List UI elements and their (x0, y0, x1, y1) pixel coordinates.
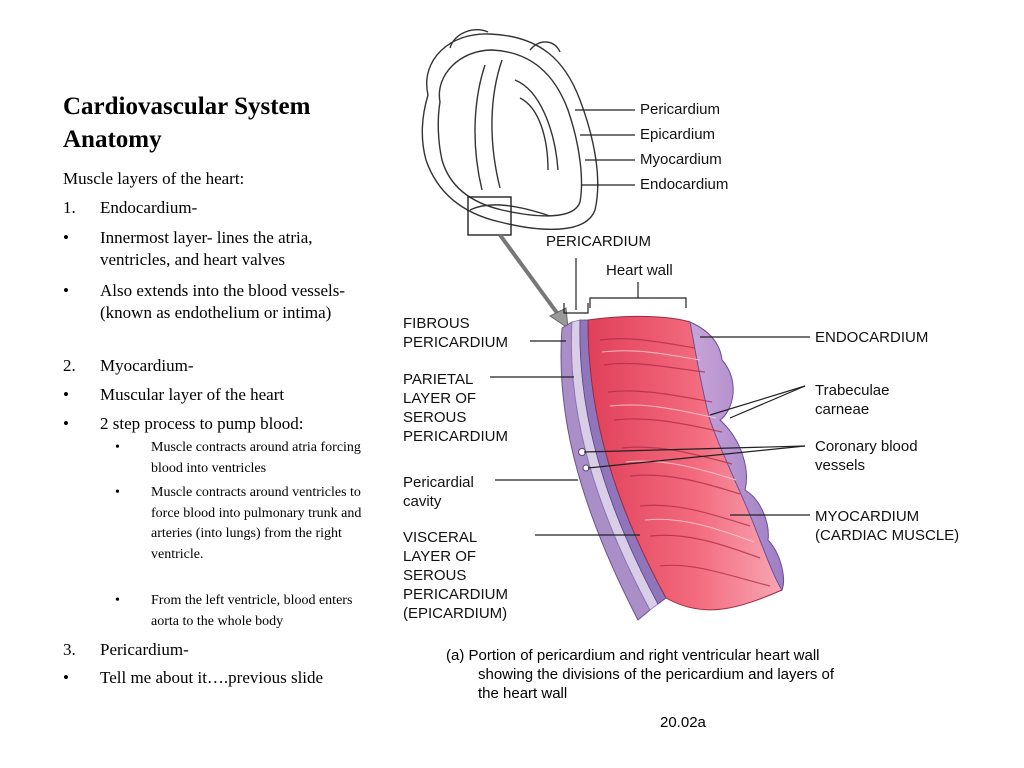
list-item: 2 step process to pump blood: (100, 414, 304, 433)
label-visceral-layer: VISCERAL LAYER OF SEROUS PERICARDIUM (EP… (403, 528, 508, 623)
list-item: Tell me about it….previous slide (100, 668, 324, 687)
caption-line-3: the heart wall (478, 685, 568, 702)
zoom-arrow (498, 233, 562, 319)
label-endocardium-caps: ENDOCARDIUM (815, 329, 929, 346)
heart-wall-section (560, 315, 784, 621)
label-line: PERICARDIUM (403, 428, 509, 445)
sublist-item: Muscle contracts around atria forcing bl… (151, 440, 361, 476)
slide-subtitle: Muscle layers of the heart: (63, 169, 245, 188)
heart-wall-figure: Pericardium Epicardium Myocardium Endoca… (390, 20, 1010, 750)
label-pericardium-caps: PERICARDIUM (546, 233, 652, 250)
title-line-2: Anatomy (63, 126, 162, 153)
label-endocardium: Endocardium (640, 176, 729, 193)
list-marker: 1. (63, 198, 76, 217)
label-fibrous-pericardium: FIBROUS PERICARDIUM (403, 314, 508, 352)
sublist-marker: • (115, 485, 120, 500)
heart-outline-drawing (421, 29, 599, 231)
label-heart-wall: Heart wall (606, 262, 673, 279)
caption-line-1: (a) Portion of pericardium and right ven… (446, 647, 820, 664)
sublist-item: Muscle contracts around ventricles to fo… (151, 485, 362, 562)
list-marker: • (63, 668, 69, 687)
label-line: VISCERAL (403, 529, 478, 546)
list-marker: • (63, 228, 69, 247)
label-parietal-layer: PARIETAL LAYER OF SEROUS PERICARDIUM (403, 370, 508, 446)
label-myocardium-caps: MYOCARDIUM (CARDIAC MUSCLE) (815, 507, 959, 545)
label-line: SEROUS (403, 567, 467, 584)
label-line: LAYER OF (403, 390, 477, 407)
sublist-marker: • (115, 593, 120, 608)
label-coronary-vessels: Coronary blood vessels (815, 437, 918, 475)
list-marker: • (63, 385, 69, 404)
label-myocardium: Myocardium (640, 151, 722, 168)
label-line: (CARDIAC MUSCLE) (815, 527, 960, 544)
top-leader-lines (575, 109, 635, 186)
sublist-marker: • (115, 440, 120, 455)
label-line: FIBROUS (403, 315, 470, 332)
list-marker: 3. (63, 640, 76, 659)
label-line: MYOCARDIUM (815, 508, 920, 525)
label-line: Trabeculae (815, 382, 890, 399)
label-line: vessels (815, 457, 866, 474)
list-marker: • (63, 414, 69, 433)
label-epicardium: Epicardium (640, 126, 716, 143)
label-line: PERICARDIUM (403, 334, 509, 351)
label-line: PERICARDIUM (403, 586, 509, 603)
label-line: Pericardial (403, 474, 474, 491)
title-line-1: Cardiovascular System (63, 93, 311, 120)
label-line: LAYER OF (403, 548, 477, 565)
label-line: carneae (815, 401, 870, 418)
slide-title: Cardiovascular System Anatomy (63, 90, 383, 156)
label-line: Coronary blood (815, 438, 918, 455)
label-line: (EPICARDIUM) (403, 605, 508, 622)
label-line: cavity (403, 493, 442, 510)
list-item-myocardium: Myocardium- (100, 356, 194, 375)
label-trabeculae-carneae: Trabeculae carneae (815, 381, 890, 419)
list-item: Also extends into the blood vessels- (kn… (100, 281, 346, 322)
list-item: Muscular layer of the heart (100, 385, 285, 404)
list-marker: 2. (63, 356, 76, 375)
zoom-box (467, 196, 512, 236)
sublist-item: From the left ventricle, blood enters ao… (151, 593, 353, 629)
heart-wall-illustration (421, 29, 810, 621)
section-leader-lines (490, 336, 810, 536)
label-pericardium: Pericardium (640, 101, 721, 118)
caption-line-2: showing the divisions of the pericardium… (478, 666, 835, 683)
label-line: PARIETAL (403, 371, 474, 388)
label-pericardial-cavity: Pericardial cavity (403, 473, 474, 511)
list-item-pericardium: Pericardium- (100, 640, 189, 659)
list-item-endocardium: Endocardium- (100, 198, 198, 217)
figure-caption: (a) Portion of pericardium and right ven… (446, 646, 926, 703)
figure-id: 20.02a (660, 714, 706, 731)
list-marker: • (63, 281, 69, 300)
brackets (563, 258, 687, 314)
label-line: SEROUS (403, 409, 467, 426)
list-item: Innermost layer- lines the atria, ventri… (100, 228, 313, 269)
